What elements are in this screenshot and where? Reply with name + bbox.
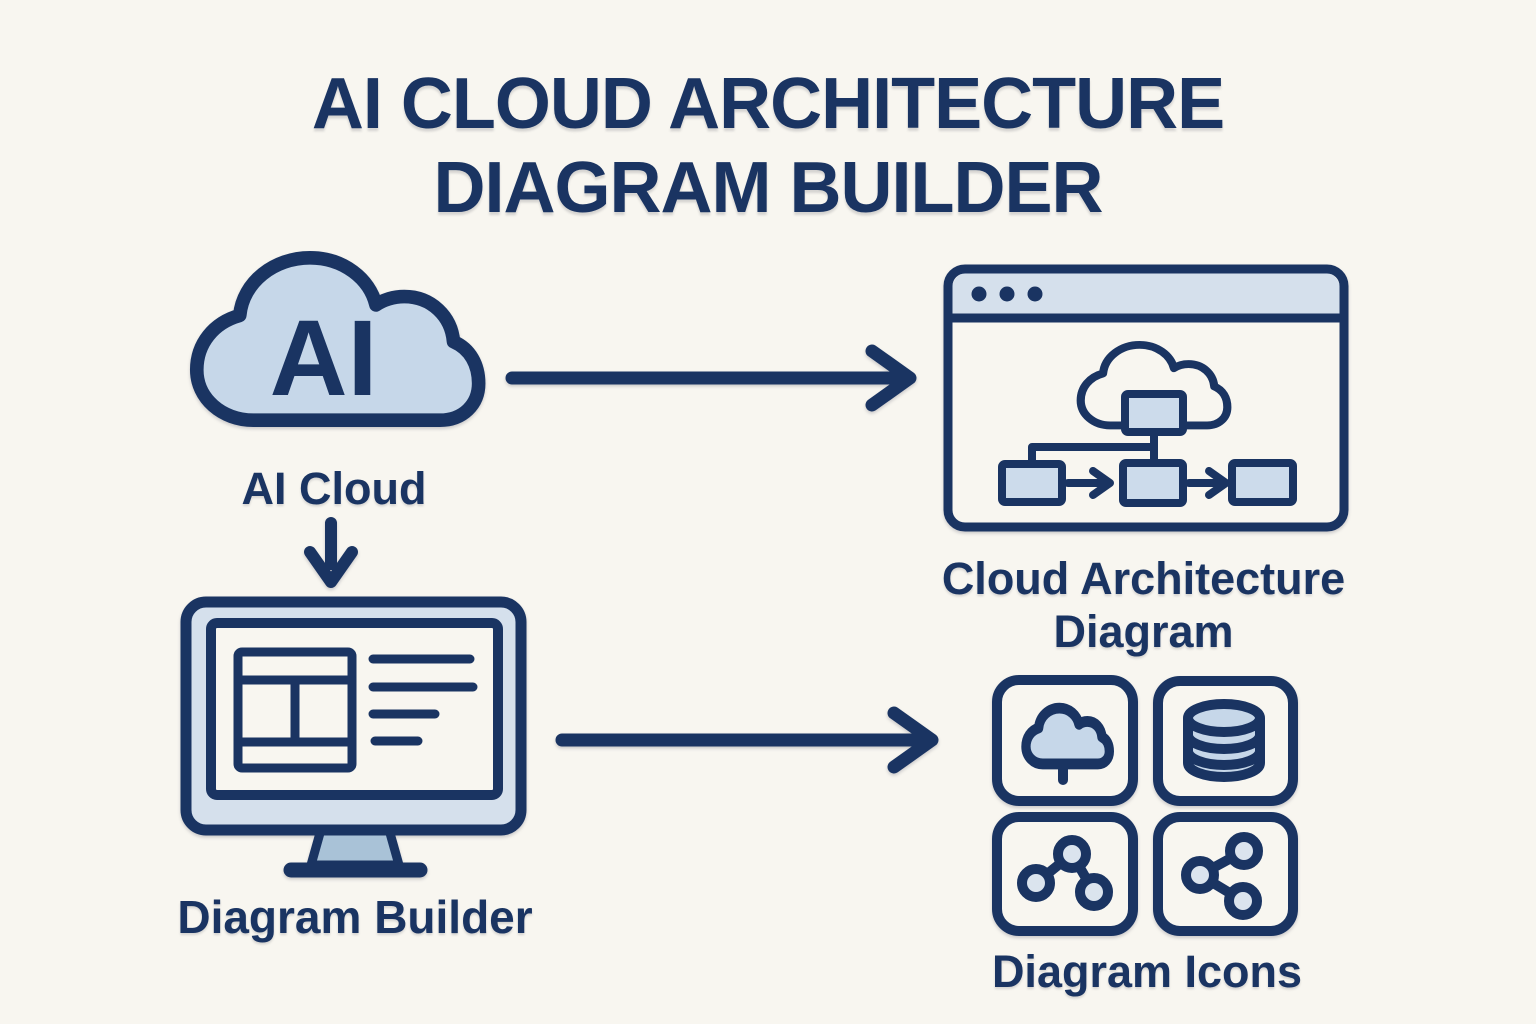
wireframe-text-lines bbox=[368, 654, 478, 746]
icon-tile bbox=[1153, 812, 1298, 936]
window-dot-icon bbox=[971, 286, 987, 302]
flowchart-box-left bbox=[998, 460, 1066, 506]
cloud-shape bbox=[189, 251, 486, 428]
cloud-architecture-diagram-label: Cloud Architecture Diagram bbox=[941, 553, 1346, 657]
flowchart-box-right bbox=[1228, 459, 1297, 506]
browser-frame bbox=[943, 264, 1349, 532]
database-icon bbox=[1183, 699, 1265, 782]
cloud-icon bbox=[1021, 702, 1115, 770]
window-dot-icon bbox=[1027, 286, 1043, 302]
diagram-builder-label: Diagram Builder bbox=[177, 891, 533, 943]
browser-titlebar bbox=[952, 272, 1340, 318]
graph-nodes-icon bbox=[1017, 835, 1113, 911]
share-icon bbox=[1181, 832, 1263, 920]
page-title: AI CLOUD ARCHITECTURE DIAGRAM BUILDER bbox=[0, 62, 1536, 230]
wireframe-panel bbox=[233, 647, 357, 773]
ai-cloud-label: AI Cloud bbox=[241, 463, 427, 514]
monitor-wireframe-icon bbox=[180, 596, 527, 878]
wireframe-dividers bbox=[233, 675, 357, 747]
flowchart-cloud-shape bbox=[1076, 340, 1232, 430]
arrow-ai-cloud-to-builder bbox=[304, 517, 358, 588]
browser-window-flowchart-icon bbox=[943, 264, 1349, 532]
ai-badge-text: AI bbox=[270, 297, 378, 418]
flowchart-arrow-icon bbox=[1185, 467, 1230, 499]
flowchart-box-middle bbox=[1119, 459, 1187, 507]
diagram-icons-label: Diagram Icons bbox=[991, 946, 1303, 997]
arrow-ai-cloud-to-diagram bbox=[505, 344, 917, 412]
flowchart-cloud-box bbox=[1121, 390, 1187, 436]
diagram-icons-grid bbox=[992, 675, 1298, 936]
flowchart-arrow-icon bbox=[1064, 467, 1114, 499]
arrow-builder-to-icons bbox=[555, 706, 939, 774]
window-dot-icon bbox=[999, 286, 1015, 302]
page-title-line2: DIAGRAM BUILDER bbox=[433, 148, 1104, 229]
icon-tile bbox=[992, 812, 1138, 936]
ai-cloud-icon: AI bbox=[189, 251, 486, 428]
page-title-line1: AI CLOUD ARCHITECTURE bbox=[311, 64, 1225, 144]
